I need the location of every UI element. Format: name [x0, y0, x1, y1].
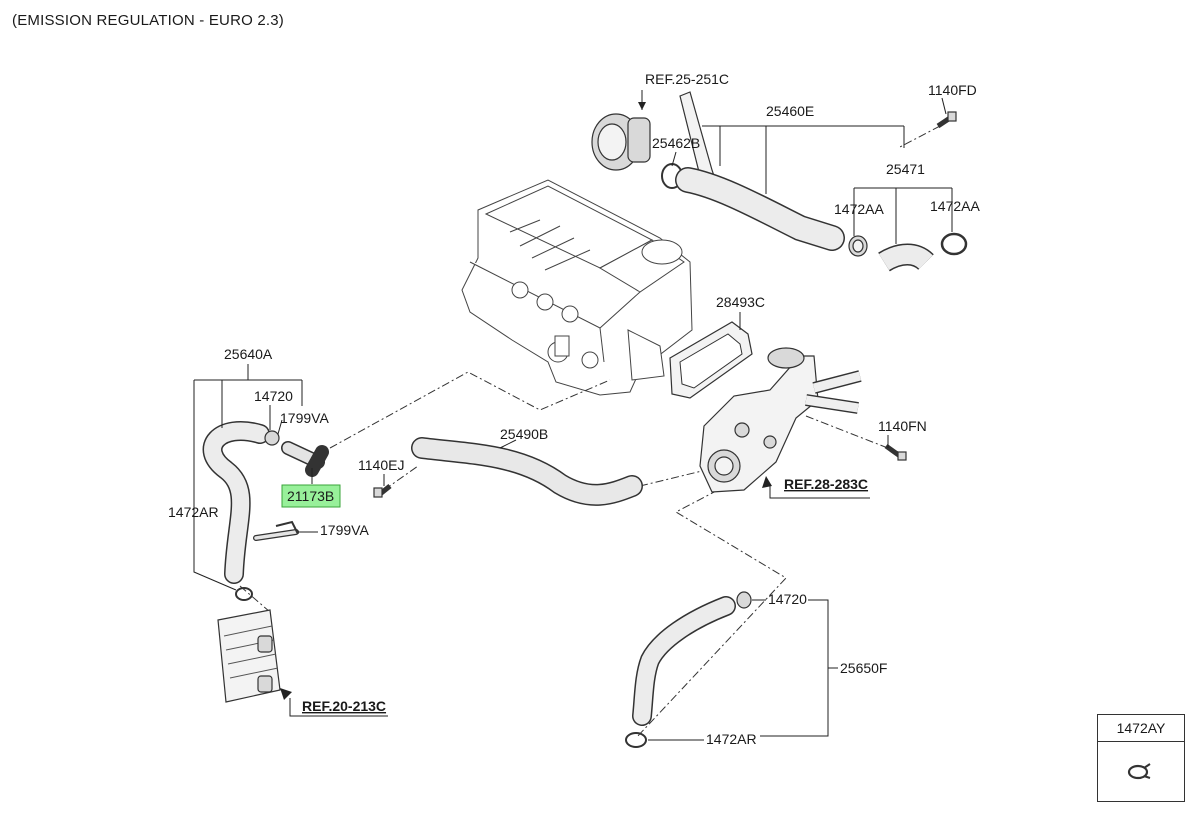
ref-label-25-251c[interactable]: REF.25-251C [645, 71, 729, 87]
part-label-1472aa-a[interactable]: 1472AA [834, 201, 884, 217]
part-label-25650f[interactable]: 25650F [840, 660, 887, 676]
part-label-1140ej[interactable]: 1140EJ [358, 457, 404, 473]
clamp-1472aa-a [848, 235, 868, 257]
bolt-1140ej [373, 484, 392, 498]
part-label-25460e[interactable]: 25460E [766, 103, 814, 119]
clamp-1472aa-b [940, 232, 968, 256]
clamp-14720-b [736, 591, 752, 609]
part-label-25462b[interactable]: 25462B [652, 135, 700, 151]
part-label-1799va-b[interactable]: 1799VA [320, 522, 369, 538]
hose-25650f [632, 596, 736, 726]
clamp-14720-a [264, 430, 280, 446]
ref-arrow-28-283c [762, 476, 772, 488]
clamp-1472ar-b [625, 732, 647, 748]
thermostat-housing [699, 347, 862, 493]
ref-arrow-20-213c [280, 688, 292, 700]
part-labels: REF.25-251C 25462B 25460E 1140FD 25471 1… [168, 71, 980, 747]
gasket-28493c [669, 321, 753, 399]
part-label-28493c[interactable]: 28493C [716, 294, 765, 310]
part-label-1140fn[interactable]: 1140FN [878, 418, 927, 434]
legend-box: 1472AY [1097, 714, 1185, 802]
diagram-header-note: (EMISSION REGULATION - EURO 2.3) [12, 12, 284, 29]
clip-1799va [253, 520, 299, 541]
clamp-1472ar-a [235, 587, 253, 601]
part-label-1472ar-b[interactable]: 1472AR [706, 731, 757, 747]
part-label-1472ar-a[interactable]: 1472AR [168, 504, 219, 520]
connector-21173b [281, 441, 329, 477]
engine-block [461, 179, 693, 396]
leader-lines [193, 90, 953, 741]
legend-title[interactable]: 1472AY [1098, 715, 1184, 742]
hose-25640a [202, 420, 270, 584]
part-label-25640a[interactable]: 25640A [224, 346, 273, 362]
ref-label-28-283c[interactable]: REF.28-283C [784, 476, 868, 492]
part-label-14720-b[interactable]: 14720 [768, 591, 807, 607]
part-label-1140fd[interactable]: 1140FD [928, 82, 977, 98]
ref-label-20-213c[interactable]: REF.20-213C [302, 698, 386, 714]
part-label-1799va-a[interactable]: 1799VA [280, 410, 329, 426]
part-label-14720-a[interactable]: 14720 [254, 388, 293, 404]
legend-clamp-icon [1127, 763, 1151, 780]
hose-25490b [411, 437, 643, 506]
part-label-1472aa-b[interactable]: 1472AA [930, 198, 980, 214]
part-label-21173b[interactable]: 21173B [287, 488, 334, 504]
bolt-1140fn [884, 443, 907, 461]
water-pump [591, 113, 651, 171]
oil-cooler [217, 609, 281, 703]
hose-pipe-25460e [675, 91, 845, 251]
part-label-25471[interactable]: 25471 [886, 161, 925, 177]
highlight-box-21173b [281, 484, 341, 508]
part-label-25490b[interactable]: 25490B [500, 426, 548, 442]
bolt-1140fd [936, 111, 957, 129]
ref-arrow-25-251c [638, 102, 646, 110]
